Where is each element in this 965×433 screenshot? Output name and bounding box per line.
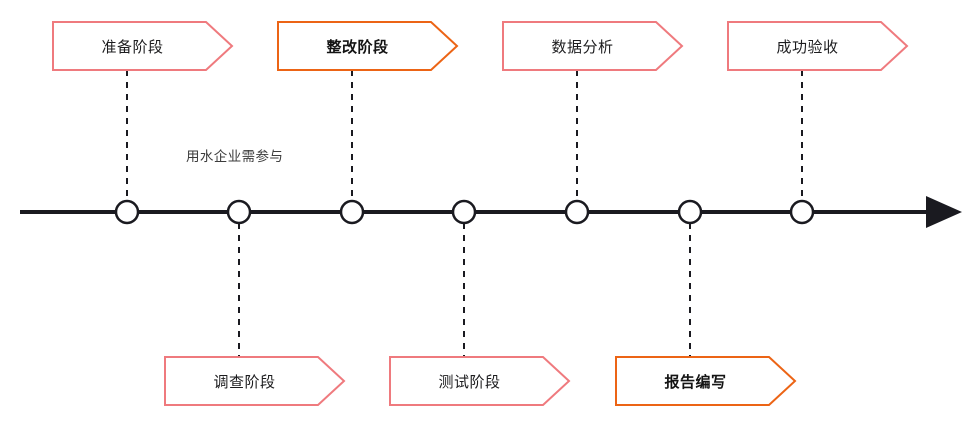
timeline-node-5[interactable] [564,199,590,225]
chevron-报告编写[interactable] [615,356,797,406]
chevron-准备阶段[interactable] [52,21,234,71]
timeline-node-7[interactable] [789,199,815,225]
chevron-数据分析[interactable] [502,21,684,71]
connector-lines [126,70,803,357]
chevron-调查阶段[interactable] [164,356,346,406]
timeline-node-3[interactable] [339,199,365,225]
timeline-node-2[interactable] [226,199,252,225]
timeline-node-4[interactable] [451,199,477,225]
annotation-1: 用水企业需参与 [186,149,284,164]
timeline-node-1[interactable] [114,199,140,225]
chevron-测试阶段[interactable] [389,356,571,406]
timeline-nodes [114,199,815,225]
chevron-整改阶段[interactable] [277,21,459,71]
timeline-node-6[interactable] [677,199,703,225]
chevron-成功验收[interactable] [727,21,909,71]
chevron-shapes [52,21,909,406]
